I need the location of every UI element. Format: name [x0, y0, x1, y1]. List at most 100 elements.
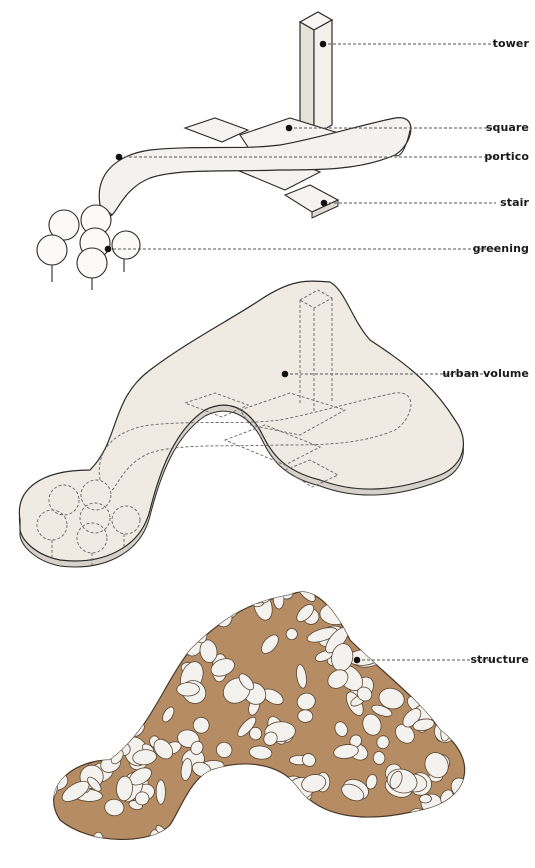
urban-volume-shape — [19, 281, 463, 561]
mesh-cell — [411, 651, 426, 668]
mesh-cell — [98, 572, 114, 598]
mesh-cell — [271, 810, 291, 830]
mesh-cell — [64, 609, 81, 631]
mesh-cell — [194, 810, 222, 840]
stair-shape — [285, 185, 338, 218]
mesh-cell — [437, 604, 466, 627]
mesh-cell — [427, 619, 437, 641]
mesh-cell — [405, 622, 422, 645]
mesh-cell — [60, 686, 78, 706]
mesh-cell — [97, 598, 111, 621]
mesh-cell — [462, 574, 487, 599]
mesh-cell — [232, 806, 251, 822]
mesh-cell — [483, 582, 497, 595]
mesh-cell — [419, 794, 431, 803]
mesh-cell — [369, 630, 391, 651]
mesh-cell — [66, 577, 90, 601]
mesh-cell — [327, 820, 344, 836]
mesh-cell — [22, 712, 57, 744]
mesh-cell — [224, 572, 260, 608]
mesh-cell — [468, 772, 500, 794]
mesh-cell — [430, 669, 447, 683]
mesh-cell — [59, 585, 84, 610]
mesh-cell — [19, 700, 44, 724]
mesh-cell — [90, 664, 106, 680]
label-portico: portico — [484, 150, 529, 163]
mesh-cell — [193, 782, 219, 810]
mesh-cell — [373, 827, 400, 855]
mesh-cell — [156, 618, 173, 635]
mesh-cell — [460, 813, 490, 848]
mesh-cell — [89, 709, 107, 723]
mesh-cell — [350, 599, 383, 629]
mesh-cell — [223, 767, 252, 795]
mesh-cell — [472, 743, 489, 757]
mesh-cell — [204, 796, 221, 813]
mesh-cell — [455, 619, 472, 630]
mesh-cell — [243, 793, 260, 809]
mesh-cell — [423, 681, 451, 709]
mesh-cell — [90, 611, 118, 630]
mesh-cell — [75, 627, 94, 644]
mesh-cell — [102, 623, 121, 648]
mesh-cell — [462, 601, 484, 624]
mesh-cell — [226, 830, 243, 846]
mesh-cell — [320, 603, 351, 625]
mesh-cell — [86, 619, 102, 637]
mesh-cell — [69, 691, 86, 719]
urban-volume-group — [19, 281, 496, 567]
components-group — [37, 12, 496, 290]
mesh-cell — [84, 640, 108, 659]
mesh-cell — [177, 682, 200, 696]
mesh-cell — [454, 601, 474, 617]
mesh-cell — [113, 720, 131, 730]
mesh-cell — [33, 708, 54, 726]
mesh-cell — [37, 629, 52, 660]
mesh-cell — [468, 683, 504, 713]
mesh-cell — [261, 835, 280, 851]
mesh-cell — [82, 575, 93, 603]
mesh-cell — [158, 636, 185, 663]
mesh-cell — [439, 693, 471, 715]
mesh-cell — [246, 816, 272, 834]
mesh-cell — [440, 576, 477, 611]
mesh-cell — [47, 642, 65, 664]
mesh-cell — [323, 580, 338, 595]
mesh-cell — [158, 610, 172, 625]
mesh-cell — [50, 583, 87, 617]
mesh-cell — [92, 582, 129, 615]
mesh-cell — [420, 687, 444, 708]
mesh-cell — [116, 639, 136, 662]
mesh-cell — [474, 577, 487, 596]
mesh-cell — [156, 780, 165, 804]
mesh-cell — [99, 589, 130, 608]
mesh-cell — [137, 646, 163, 667]
mesh-cell — [56, 635, 70, 652]
label-structure: structure — [471, 653, 529, 666]
mesh-cell — [51, 728, 81, 762]
tower-shape — [300, 12, 332, 135]
mesh-cell — [225, 580, 242, 598]
mesh-cell — [445, 705, 475, 736]
label-urban-volume: urban volume — [442, 367, 529, 380]
mesh-cell — [444, 620, 463, 638]
mesh-cell — [100, 617, 113, 631]
label-tower: tower — [493, 37, 529, 50]
mesh-cell — [74, 600, 109, 634]
mesh-cell — [117, 604, 145, 629]
mesh-cell — [438, 712, 458, 743]
mesh-cell — [20, 670, 46, 691]
mesh-cell — [316, 823, 335, 845]
mesh-cell — [475, 748, 496, 771]
mesh-cell — [147, 571, 174, 598]
mesh-cell — [383, 840, 401, 855]
label-greening: greening — [473, 242, 529, 255]
mesh-cell — [375, 819, 399, 839]
mesh-cell — [240, 578, 264, 597]
leader-dot-urban-volume — [282, 371, 289, 378]
mesh-cell — [380, 575, 410, 603]
mesh-cell — [195, 786, 218, 804]
mesh-cell — [347, 579, 364, 597]
mesh-cell — [418, 691, 438, 708]
